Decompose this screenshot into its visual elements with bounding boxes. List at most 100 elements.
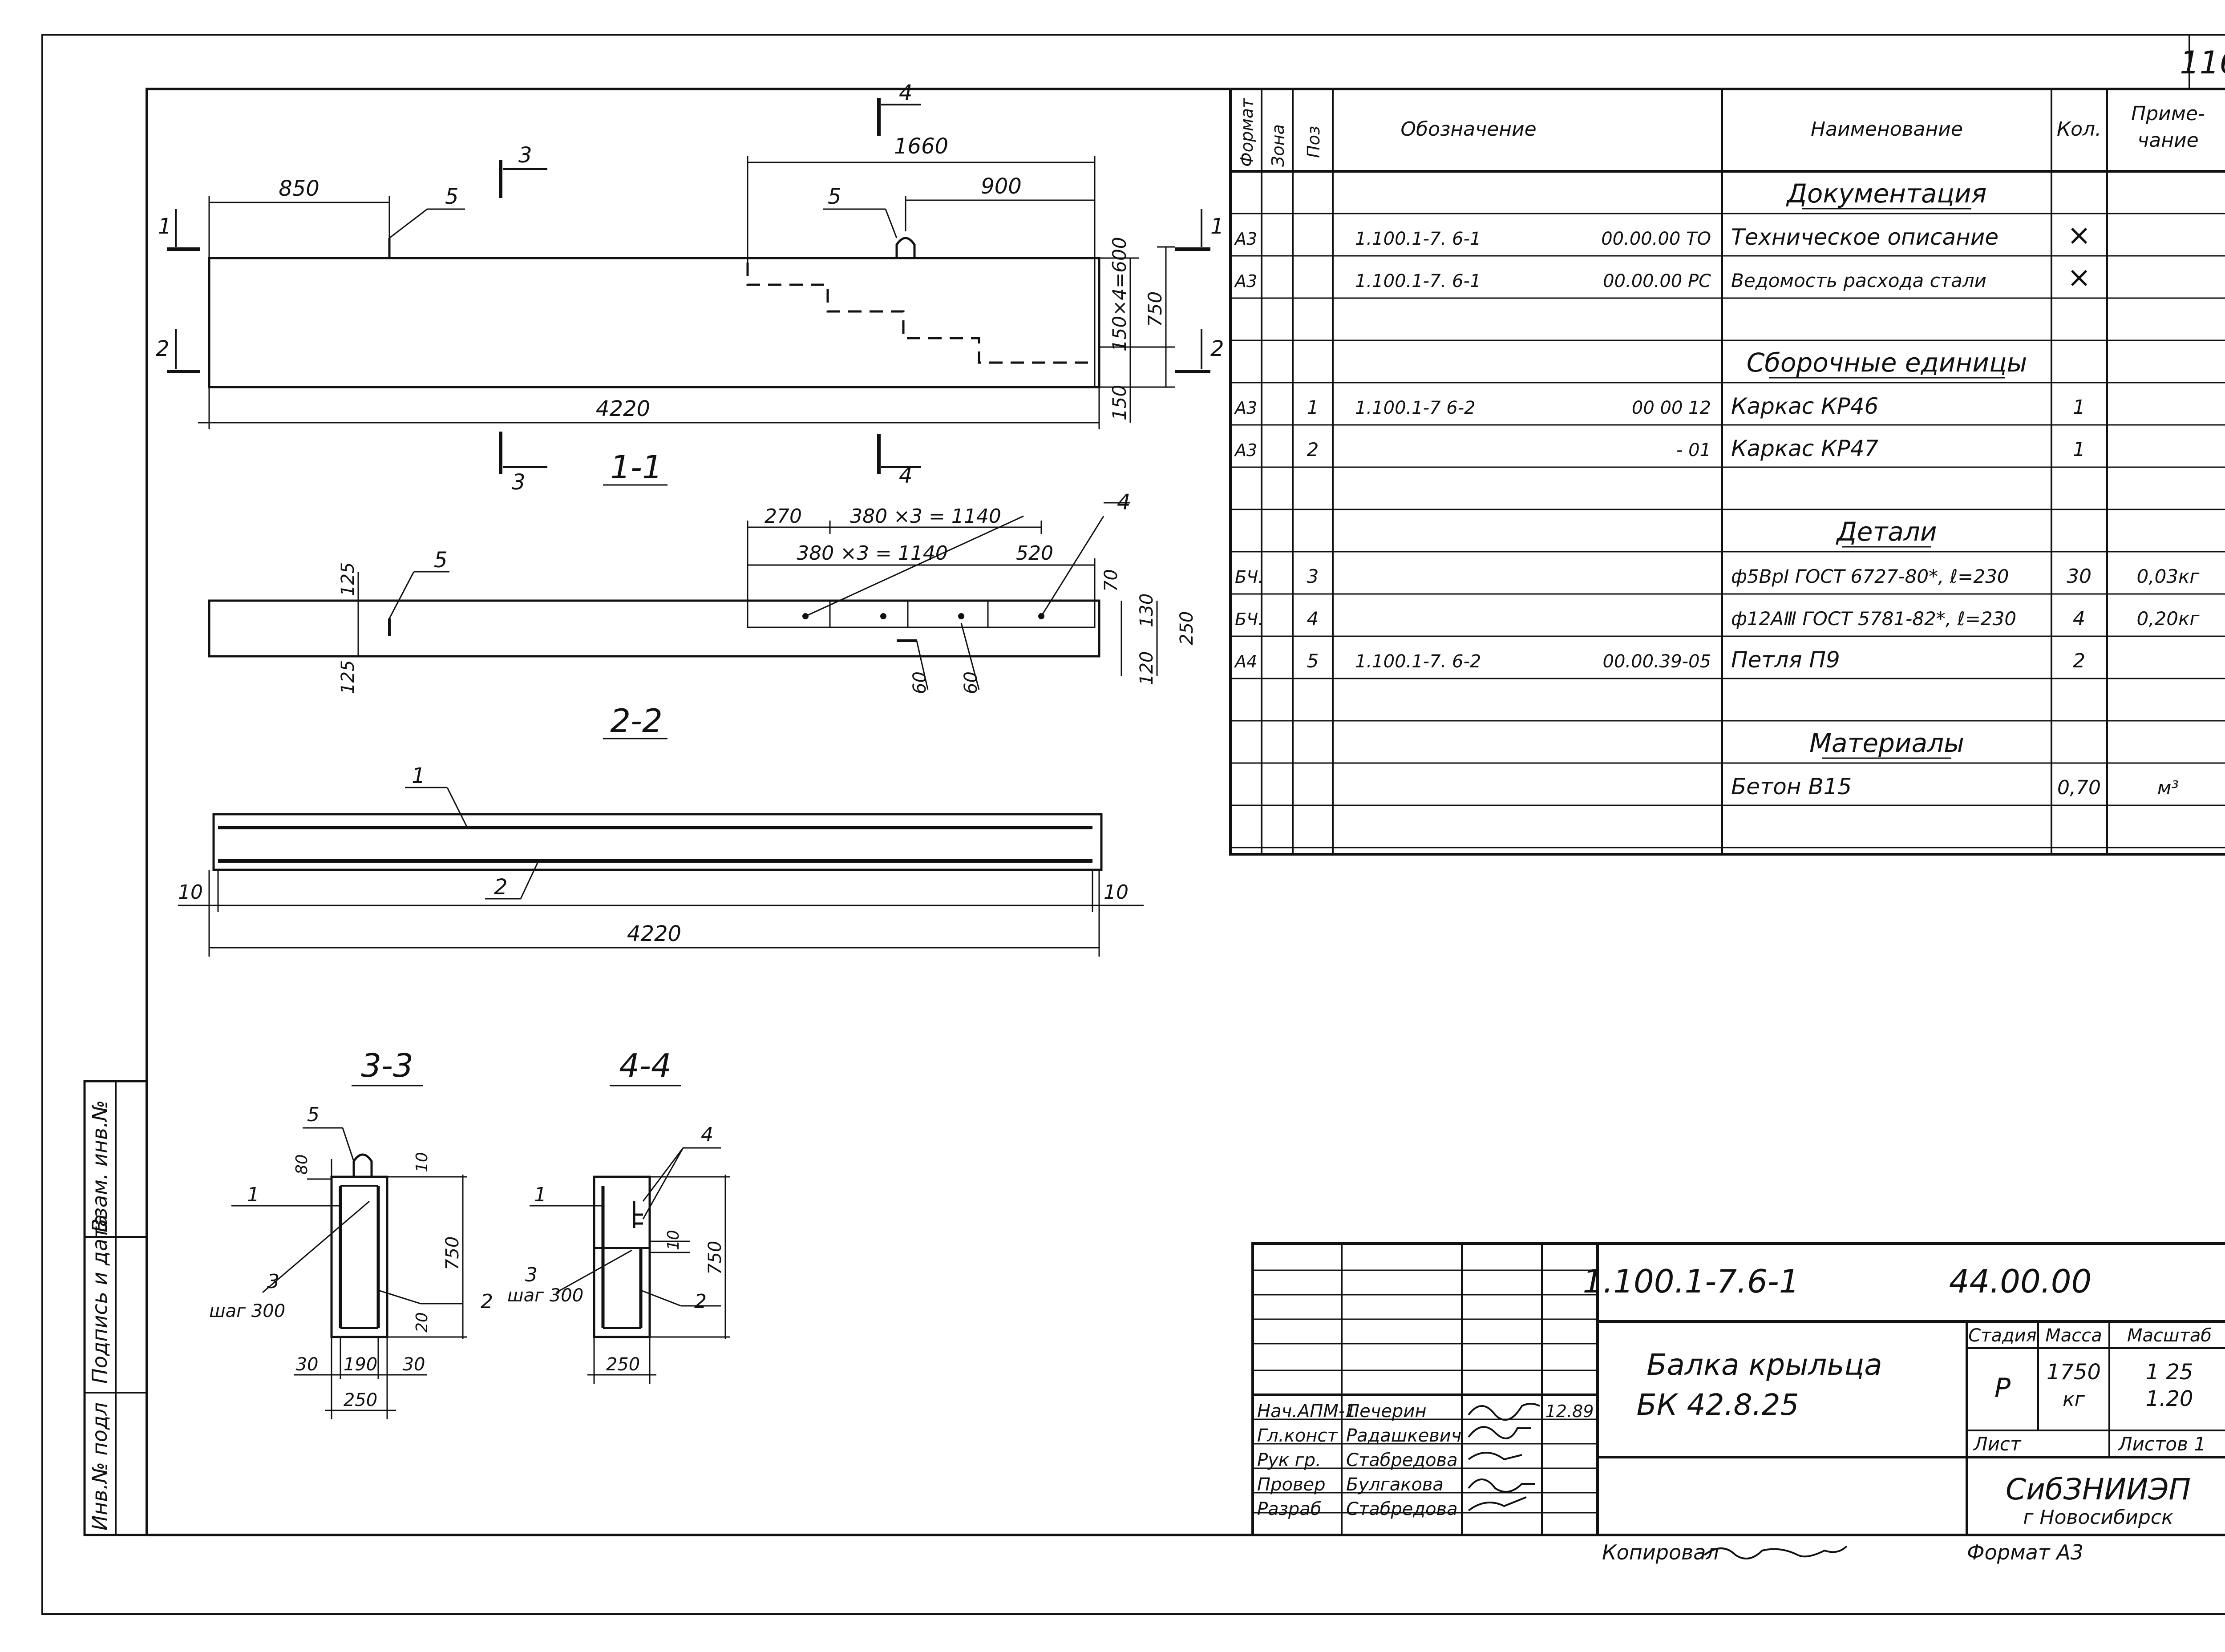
dim-3-3-750: 750 (442, 1236, 463, 1270)
beam-outline (208, 257, 1100, 388)
section-4-4-labels: 4-4 4 1 3 шаг 300 2 10 750 250 (507, 1047, 725, 1375)
callout-5-left: 5 (445, 184, 459, 209)
callout-4-4-3: 3 (525, 1264, 538, 1286)
spec-header-note-1: Приме- (2131, 102, 2205, 125)
doc-title-line2: БК 42.8.25 (1636, 1388, 1799, 1422)
spec-header-qty: Кол. (2057, 118, 2101, 141)
dim-10-left: 10 (178, 881, 203, 904)
spec-row: Документация (1230, 178, 2225, 214)
spec-header-name: Наименование (1811, 118, 1963, 141)
spec-headers: Формат Зона Поз Обозначение Наименование… (1237, 97, 2205, 167)
spec-row: Детали (1230, 517, 2225, 553)
title-block-person-row: Рук гр. Стабредова (1257, 1450, 1458, 1470)
outer-frame (41, 34, 2225, 1615)
dim-3-3-20: 20 (413, 1312, 431, 1333)
format-label: Формат А3 (1967, 1540, 2083, 1564)
dim-10-right: 10 (1104, 881, 1129, 904)
spec-cell-note: м³ (2157, 777, 2179, 799)
section-1-1-labels: 1-1 270 380 ×3 = 1140 380 ×3 = 1140 520 … (338, 448, 1197, 694)
person-name: Стабредова (1346, 1499, 1458, 1519)
dim-130: 130 (1137, 594, 1157, 627)
spec-cell-note: 0,20кг (2137, 608, 2200, 630)
callout-4-4-step: шаг 300 (507, 1285, 583, 1306)
spec-table (1229, 88, 2225, 856)
signature-5 (1468, 1496, 1527, 1511)
dim-270: 270 (765, 505, 802, 528)
dim-70: 70 (1101, 569, 1121, 592)
front-view (167, 98, 1210, 474)
mass-label: Масса (2045, 1325, 2102, 1346)
spec-header-zone: Зона (1268, 124, 1288, 167)
spec-cell-qty: 2 (2073, 650, 2085, 672)
sheet-label: Лист (1973, 1433, 2022, 1455)
dim-380x3-a: 380 ×3 = 1140 (850, 505, 1001, 528)
spec-cell-pos: 1 (1307, 396, 1319, 418)
spec-header-designation: Обозначение (1400, 118, 1536, 141)
dim-3-3-250: 250 (344, 1390, 377, 1410)
side-stamp-sign-date: Подпись и дата (88, 1214, 112, 1384)
org-line1: СибЗНИИЭП (2006, 1472, 2191, 1507)
dim-3-3-10: 10 (413, 1152, 431, 1172)
spec-cell-designation: 1.100.1-7. 6-2 (1355, 651, 1481, 672)
section-mark-3-top: 3 (518, 143, 532, 168)
person-date: 12.89 (1545, 1402, 1594, 1421)
spec-cell-qty: 30 (2067, 565, 2092, 588)
callout-2: 2 (494, 875, 508, 900)
dim-750: 750 (1144, 291, 1166, 327)
spec-cell-pos: 2 (1307, 439, 1319, 460)
dim-3-3-30-b: 30 (403, 1354, 425, 1375)
section-3-3-labels: 3-3 5 1 3 шаг 300 2 80 10 750 20 30 190 … (209, 1047, 493, 1410)
title-block (1251, 1242, 2225, 1559)
mass-unit: кг (2063, 1388, 2085, 1411)
front-view-labels: 850 1660 900 4220 150×4=600 750 150 5 5 … (156, 81, 1224, 495)
spec-cell-name: ф5ВрI ГОСТ 6727-80*, ℓ=230 (1731, 565, 2009, 587)
mass-value: 1750 (2047, 1360, 2101, 1385)
person-role: Нач.АПМ-1 (1257, 1401, 1356, 1422)
spec-cell-designation2: 00.00.00 ТО (1601, 229, 1711, 249)
signature-2 (1468, 1426, 1531, 1439)
callout-4: 4 (1117, 490, 1131, 515)
sheets-label: Листов 1 (2117, 1433, 2206, 1455)
dim-4-4-250: 250 (606, 1354, 640, 1375)
spec-header-note-2: чание (2137, 129, 2198, 152)
dim-4220: 4220 (596, 396, 650, 421)
dim-4-4-750: 750 (705, 1241, 725, 1275)
spec-cell-qty: 1 (2073, 396, 2085, 419)
person-name: Булгакова (1346, 1474, 1444, 1495)
scale-label: Масштаб (2127, 1325, 2212, 1346)
spec-cell-format: БЧ. (1235, 610, 1263, 629)
side-stamp-inv-orig: Инв.№ подл (88, 1402, 112, 1531)
spec-cell-name: ф12АⅢ ГОСТ 5781-82*, ℓ=230 (1731, 608, 2016, 630)
spec-cell-name: Петля П9 (1731, 647, 1840, 673)
section-title-3-3: 3-3 (361, 1047, 413, 1084)
dim-3-3-80: 80 (293, 1154, 311, 1175)
scale-value-1: 1 25 (2146, 1360, 2193, 1385)
spec-cell-designation: 1.100.1-7. 6-1 (1355, 229, 1481, 249)
person-name: Стабредова (1346, 1450, 1458, 1470)
copied-label: Копировал (1602, 1540, 1719, 1564)
section-mark-4-top: 4 (899, 81, 913, 105)
person-role: Рук гр. (1257, 1450, 1321, 1470)
section-mark-2-right: 2 (1210, 336, 1224, 361)
dim-3-3-30-a: 30 (296, 1354, 319, 1375)
spec-cell-designation: 1.100.1-7. 6-1 (1355, 271, 1481, 291)
callout-5-section: 5 (434, 548, 448, 573)
section-1-1 (208, 484, 1158, 690)
spec-cell-name: Бетон В15 (1731, 774, 1852, 800)
callout-3-3-step: шаг 300 (209, 1301, 285, 1321)
callout-4-4-4: 4 (701, 1123, 713, 1146)
dim-4-4-10: 10 (664, 1230, 683, 1250)
doc-code: 1.100.1-7.6-1 (1582, 1263, 1799, 1300)
